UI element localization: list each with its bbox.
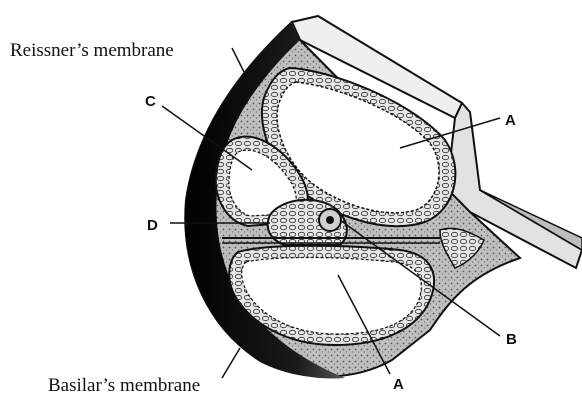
label-c: C xyxy=(145,93,156,110)
leader-basilar xyxy=(222,348,240,378)
label-a-upper: A xyxy=(505,112,516,129)
label-reissners-membrane: Reissner’s membrane xyxy=(10,40,174,61)
leader-reissner xyxy=(232,48,248,80)
label-d: D xyxy=(147,217,158,234)
label-basilars-membrane: Basilar’s membrane xyxy=(48,375,200,396)
label-a-lower: A xyxy=(393,376,404,393)
label-b: B xyxy=(506,331,517,348)
